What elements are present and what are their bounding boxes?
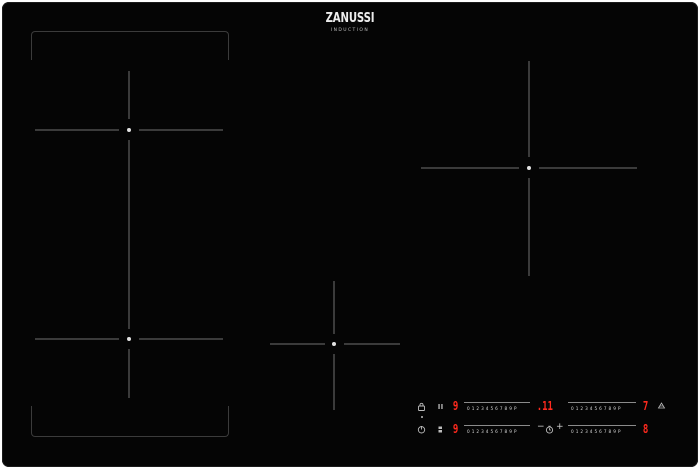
- zone-front-left-slider[interactable]: [464, 402, 530, 404]
- timer-plus-button[interactable]: +: [556, 422, 564, 432]
- zone-rear-right-scale: 0 1 2 3 4 5 6 7 8 9 P: [571, 406, 621, 411]
- zone-left-top-hline-left: [35, 129, 119, 131]
- zone-right-hline-right: [539, 167, 637, 169]
- zone-rear-left-slider[interactable]: [464, 425, 530, 427]
- timer-icon[interactable]: [545, 425, 554, 434]
- zone-rear-left-power-display: 9: [452, 422, 459, 436]
- timer-display: .11: [536, 399, 553, 413]
- zone-left-bottom-hline-right: [139, 338, 223, 340]
- zone-rear-left-scale: 0 1 2 3 4 5 6 7 8 9 P: [467, 429, 517, 434]
- zone-middle-vline-up: [333, 281, 335, 334]
- zone-left-top-hline-right: [139, 129, 223, 131]
- zone-right-center: [527, 166, 531, 170]
- zone-rear-right-power-display: 7: [642, 399, 649, 413]
- zone-front-right-power-display: 8: [642, 422, 649, 436]
- zone-right-vline-down: [528, 178, 530, 276]
- zone-left-bottom-center: [127, 337, 131, 341]
- bridge-zone-top-bracket: [31, 31, 229, 60]
- zone-front-right-slider[interactable]: [568, 425, 636, 427]
- zone-left-top-vline-up: [128, 71, 130, 119]
- zone-left-bottom-vline-down: [128, 349, 130, 398]
- zone-middle-center: [332, 342, 336, 346]
- zone-middle-vline-down: [333, 354, 335, 410]
- zone-middle-hline-left: [270, 343, 325, 345]
- zone-right-hline-left: [421, 167, 519, 169]
- zone-left-top-center: [127, 128, 131, 132]
- zone-right-vline-up: [528, 61, 530, 157]
- power-icon[interactable]: [417, 425, 426, 434]
- zone-front-left-power-display: 9: [452, 399, 459, 413]
- lock-icon[interactable]: [417, 402, 426, 411]
- zone-middle-hline-right: [344, 343, 400, 345]
- zone-front-right-scale: 0 1 2 3 4 5 6 7 8 9 P: [571, 429, 621, 434]
- zone-left-bottom-hline-left: [35, 338, 119, 340]
- zone-front-left-scale: 0 1 2 3 4 5 6 7 8 9 P: [467, 406, 517, 411]
- pause-icon[interactable]: [436, 402, 445, 411]
- zone-rear-right-slider[interactable]: [568, 402, 636, 404]
- indicator-dot-left: [421, 416, 423, 418]
- bridge-icon[interactable]: [436, 425, 445, 434]
- timer-minus-button[interactable]: −: [537, 422, 545, 432]
- zone-left-vline-center: [128, 140, 130, 329]
- hob2hood-icon[interactable]: [657, 401, 666, 410]
- bridge-zone-bottom-bracket: [31, 406, 229, 437]
- brand-subtitle: INDUCTION: [330, 28, 370, 33]
- brand-logo: ZANUSSI: [325, 11, 375, 26]
